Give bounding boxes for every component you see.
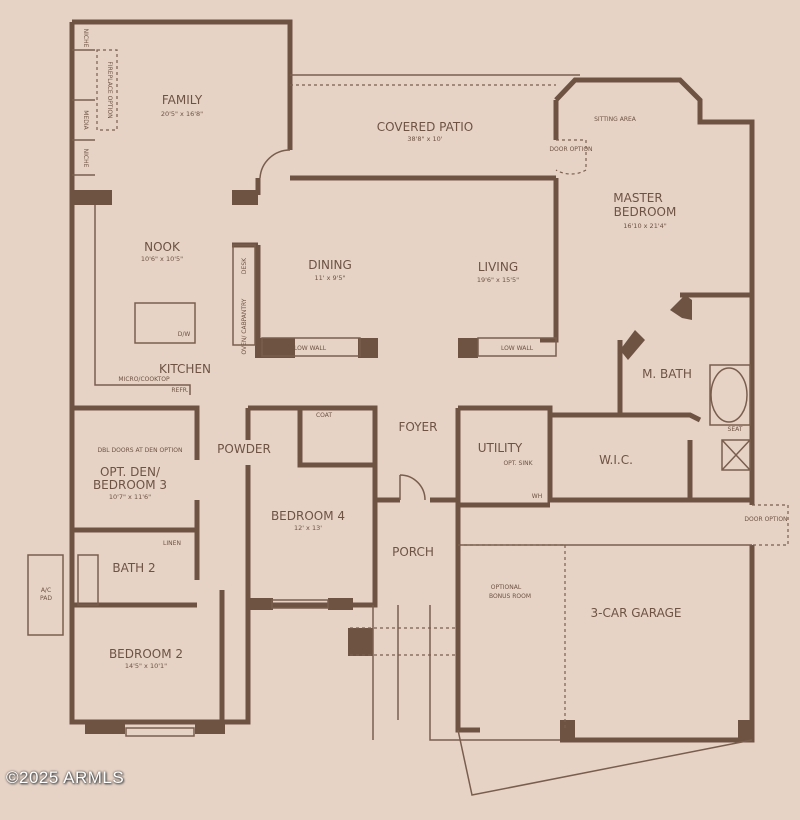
media-label: MEDIA — [82, 110, 89, 130]
door-option-label-master: DOOR OPTION — [549, 146, 592, 153]
ac-pad-label-1: A/C — [41, 587, 51, 594]
den-label-2: BEDROOM 3 — [93, 478, 167, 492]
powder-label: POWDER — [217, 442, 271, 456]
covered-patio-size: 38'8" x 10' — [407, 135, 442, 143]
nook-label: NOOK — [144, 240, 181, 254]
low-wall-label-living: LOW WALL — [501, 345, 534, 352]
living-label: LIVING — [478, 260, 518, 274]
pantry-label: PANTRY — [241, 298, 248, 321]
dw-label: D/W — [178, 331, 191, 338]
living-size: 19'6" x 15'5" — [477, 276, 519, 284]
bath2-label: BATH 2 — [112, 561, 155, 575]
porch-label: PORCH — [392, 545, 434, 559]
den-label-1: OPT. DEN/ — [100, 465, 161, 479]
bonus-label-2: BONUS ROOM — [489, 593, 531, 600]
niche-label-top: NICHE — [82, 29, 89, 48]
bedroom4-size: 12' x 13' — [294, 524, 322, 532]
low-wall-label-dining: LOW WALL — [294, 345, 327, 352]
micro-cooktop-label: MICRO/COOKTOP — [118, 376, 170, 383]
door-option-label-garage: DOOR OPTION — [744, 516, 787, 523]
watermark: ©2025 ARMLS — [6, 768, 125, 787]
foyer-label: FOYER — [399, 420, 438, 434]
utility-label: UTILITY — [478, 441, 523, 455]
desk-label: DESK — [241, 257, 248, 274]
dining-label: DINING — [308, 258, 352, 272]
master-bedroom-size: 16'10 x 21'4" — [623, 222, 667, 230]
dbl-doors-label: DBL DOORS AT DEN OPTION — [98, 447, 183, 454]
master-bedroom-label-2: BEDROOM — [614, 205, 677, 219]
garage-label: 3-CAR GARAGE — [591, 606, 682, 620]
dining-size: 11' x 9'5" — [314, 274, 345, 282]
family-label: FAMILY — [162, 93, 203, 107]
niche-label-bottom: NICHE — [82, 149, 89, 168]
master-bedroom-label-1: MASTER — [613, 191, 662, 205]
ac-pad-label-2: PAD — [40, 595, 52, 602]
den-size: 10'7" x 11'6" — [109, 493, 151, 501]
m-bath-label: M. BATH — [642, 367, 692, 381]
opt-sink-label: OPT. SINK — [503, 460, 533, 467]
coat-label: COAT — [316, 412, 332, 419]
nook-size: 10'6" x 10'5" — [141, 255, 183, 263]
bedroom2-label: BEDROOM 2 — [109, 647, 183, 661]
linen-label: LINEN — [163, 540, 181, 547]
oven-label: OVEN/ CAB. — [241, 319, 248, 354]
bedroom4-label: BEDROOM 4 — [271, 509, 345, 523]
sitting-area-label: SITTING AREA — [594, 116, 637, 123]
bonus-label-1: OPTIONAL — [491, 584, 522, 591]
wic-label: W.I.C. — [599, 453, 633, 467]
refr-label: REFR. — [171, 387, 188, 394]
water-heater-label: WH — [532, 493, 542, 500]
fireplace-label: FIREPLACE OPTION — [106, 61, 113, 118]
kitchen-label: KITCHEN — [159, 362, 211, 376]
wall-blocks — [72, 190, 752, 740]
annotations: LOW WALL LOW WALL MICRO/COOKTOP REFR. D/… — [82, 29, 788, 547]
covered-patio-label: COVERED PATIO — [377, 120, 473, 134]
light-lines — [27, 49, 789, 796]
room-labels: FAMILY 20'5" x 16'8" COVERED PATIO 38'8"… — [40, 93, 692, 670]
bedroom2-size: 14'5" x 10'1" — [125, 662, 167, 670]
seat-label: SEAT — [728, 426, 743, 433]
family-size: 20'5" x 16'8" — [161, 110, 203, 118]
